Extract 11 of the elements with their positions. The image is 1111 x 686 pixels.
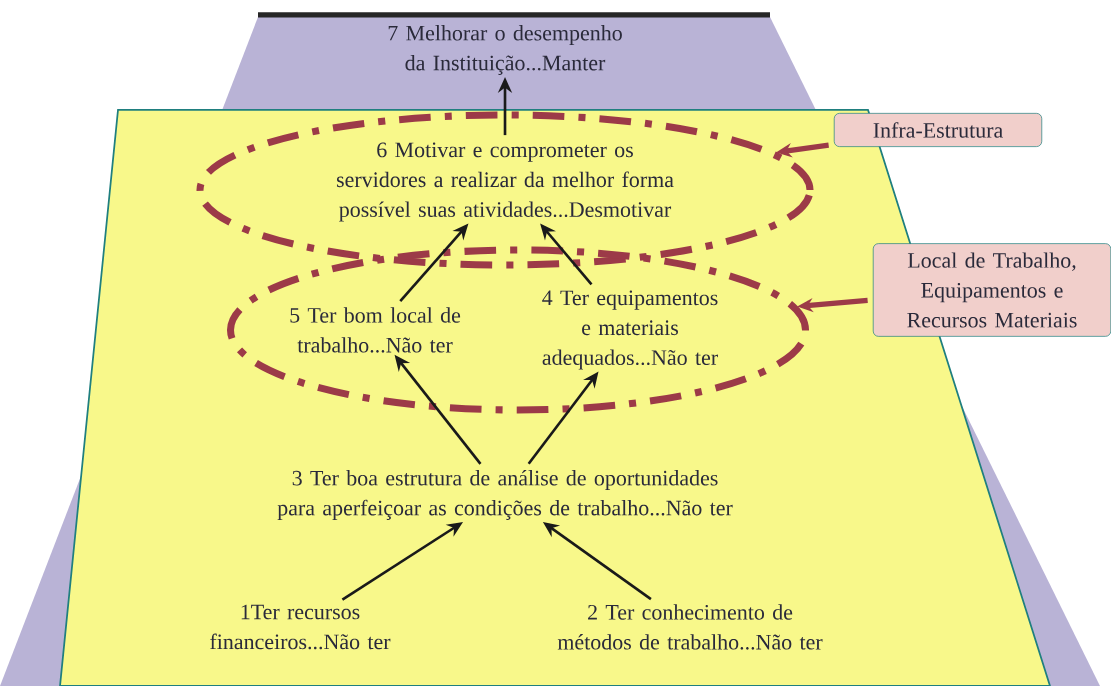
dash-dot-ellipse xyxy=(196,111,814,269)
node-text: 4 Ter equipamentos e materiais adequados...Não ter xyxy=(542,290,718,370)
callout-box: Local de Trabalho, Equipamentos e Recursos Materiais xyxy=(872,243,1111,337)
node-text: 5 Ter bom local de trabalho...Não ter xyxy=(290,307,461,353)
node-text: 6 Motivar e comprometer os servidores a realizar da melhor forma possível suas atividades...Desmotivar xyxy=(337,142,674,222)
node-text: 1Ter recursos financeiros...Não ter xyxy=(210,604,391,650)
callout-box: Infra-Estrutura xyxy=(833,113,1043,147)
node-text: 7 Melhorar o desempenho da Instituição...Manter xyxy=(388,25,622,75)
dash-dot-ellipse xyxy=(227,246,810,414)
node-text: 2 Ter conhecimento de métodos de trabalho...Não ter xyxy=(557,604,823,650)
node-text: 3 Ter boa estrutura de análise de oportunidades para aperfeiçoar as condições de trabalho...Não ter xyxy=(277,470,733,520)
